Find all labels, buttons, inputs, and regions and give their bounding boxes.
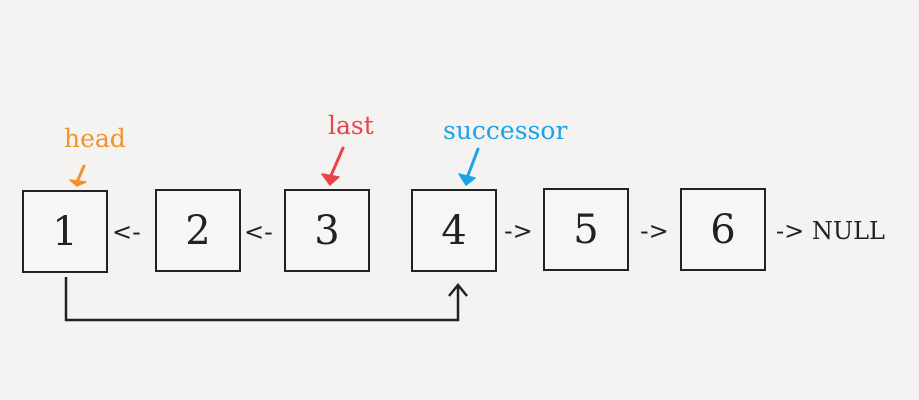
- head-pointer-arrow: [75, 164, 86, 184]
- forward-arrow-4-to-5: ->: [504, 217, 533, 245]
- connector-arrowhead: [448, 283, 468, 297]
- list-node-5: 5: [543, 188, 629, 271]
- list-node-4: 4: [411, 189, 497, 272]
- head-pointer-arrowhead: [69, 179, 87, 187]
- successor-pointer-arrowhead: [458, 173, 476, 186]
- list-node-6: 6: [680, 188, 766, 271]
- last-pointer-arrowhead: [321, 173, 340, 186]
- forward-arrow-5-to-6: ->: [640, 217, 669, 245]
- list-node-3: 3: [284, 189, 370, 272]
- head-to-successor-connector: [64, 277, 460, 322]
- list-node-2: 2: [155, 189, 241, 272]
- successor-pointer-arrow: [465, 147, 480, 180]
- head-label: head: [64, 124, 126, 153]
- last-pointer-arrow: [328, 146, 345, 180]
- last-label: last: [328, 111, 374, 140]
- successor-label: successor: [443, 116, 568, 145]
- reverse-arrow-3-to-2: <-: [244, 218, 273, 246]
- reverse-arrow-2-to-1: <-: [112, 218, 141, 246]
- null-terminator: -> NULL: [776, 217, 885, 245]
- list-node-1: 1: [22, 190, 108, 273]
